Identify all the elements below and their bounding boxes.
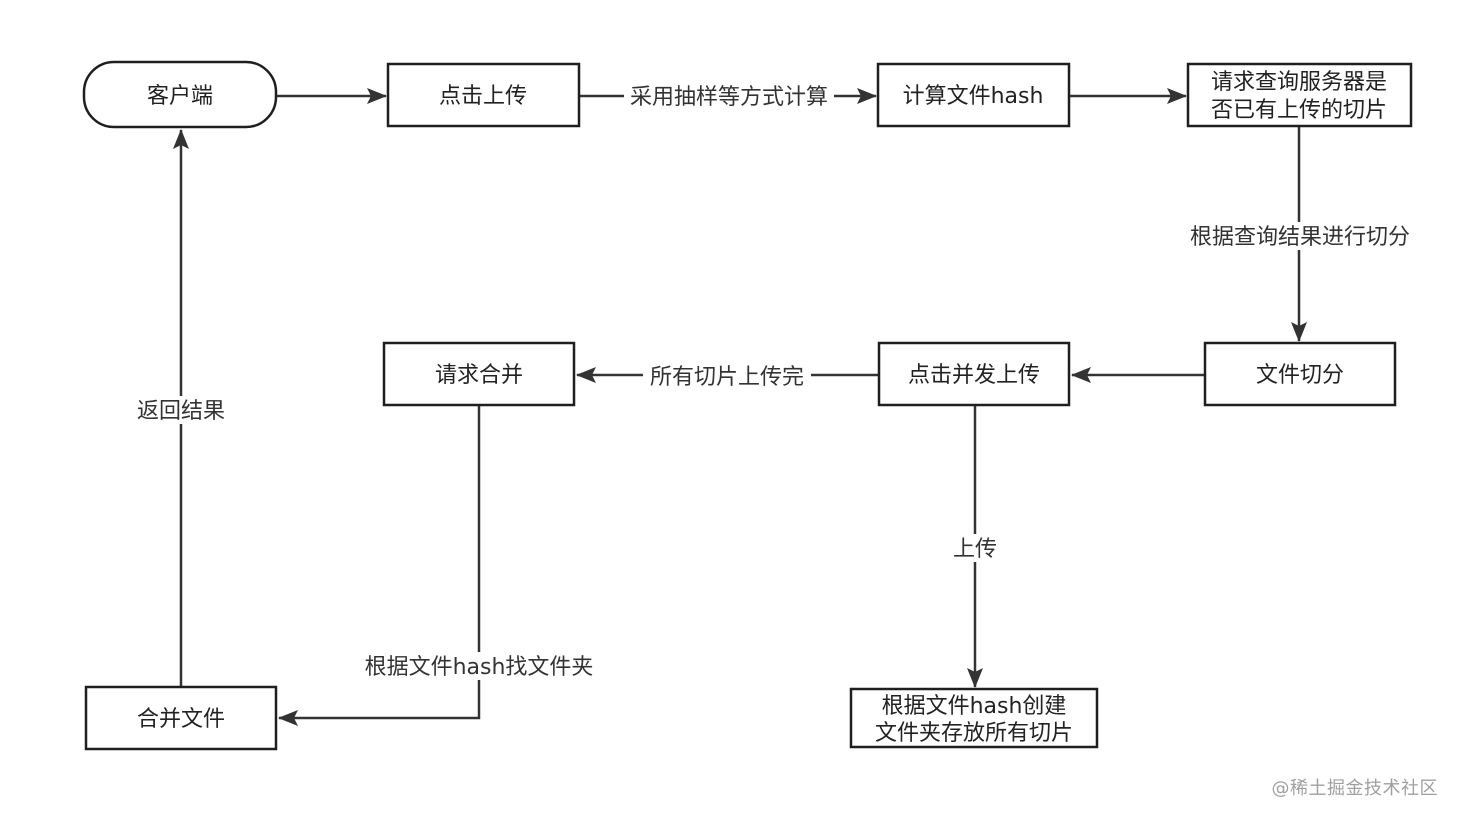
node-query-server-label-line2: 否已有上传的切片 <box>1211 98 1387 123</box>
node-request-merge: 请求合并 <box>382 341 576 407</box>
node-file-slice-shape <box>1203 341 1397 407</box>
node-compute-hash-label: 计算文件hash <box>903 84 1044 109</box>
node-create-folder: 根据文件hash创建 文件夹存放所有切片 <box>849 687 1099 749</box>
edge-request-merge-to-merge-files <box>278 406 481 726</box>
edge-label-return-result: 返回结果 <box>137 399 225 424</box>
node-merge-files: 合并文件 <box>84 685 278 751</box>
edge-label-bg <box>133 396 229 424</box>
node-create-folder-shape <box>849 687 1099 749</box>
node-create-folder-label-line2: 文件夹存放所有切片 <box>875 721 1073 746</box>
node-client-shape <box>82 60 278 129</box>
node-file-slice: 文件切分 <box>1203 341 1397 407</box>
edge-label-bg <box>948 534 1002 562</box>
edge-label-slice-by-result: 根据查询结果进行切分 <box>1190 225 1410 250</box>
edge-label-bg <box>624 82 834 110</box>
node-compute-hash-shape <box>876 62 1071 128</box>
node-query-server: 请求查询服务器是 否已有上传的切片 <box>1186 62 1413 128</box>
node-concurrent-upload-shape <box>877 341 1071 407</box>
node-client: 客户端 <box>82 60 278 129</box>
edge-label-bg <box>643 361 811 389</box>
node-query-server-shape <box>1186 62 1413 128</box>
node-merge-files-label: 合并文件 <box>137 707 225 732</box>
node-merge-files-shape <box>84 685 278 751</box>
node-request-merge-shape <box>382 341 576 407</box>
node-compute-hash: 计算文件hash <box>876 62 1071 128</box>
node-click-upload: 点击上传 <box>386 62 581 128</box>
node-click-upload-shape <box>386 62 581 128</box>
node-create-folder-label-line1: 根据文件hash创建 <box>882 694 1067 719</box>
node-concurrent-upload: 点击并发上传 <box>877 341 1071 407</box>
node-client-label: 客户端 <box>147 84 213 109</box>
edge-label-upload: 上传 <box>953 537 997 562</box>
node-request-merge-label: 请求合并 <box>435 363 523 388</box>
edge-label-all-uploaded: 所有切片上传完 <box>650 365 804 390</box>
edge-label-bg <box>359 652 599 680</box>
edge-label-find-folder: 根据文件hash找文件夹 <box>365 655 594 680</box>
node-file-slice-label: 文件切分 <box>1256 363 1344 388</box>
node-concurrent-upload-label: 点击并发上传 <box>908 363 1040 388</box>
node-click-upload-label: 点击上传 <box>439 84 527 109</box>
node-query-server-label-line1: 请求查询服务器是 <box>1211 70 1387 95</box>
edge-label-bg <box>1184 222 1416 250</box>
edge-label-sampling: 采用抽样等方式计算 <box>630 85 828 110</box>
watermark: @稀土掘金技术社区 <box>1271 778 1438 799</box>
